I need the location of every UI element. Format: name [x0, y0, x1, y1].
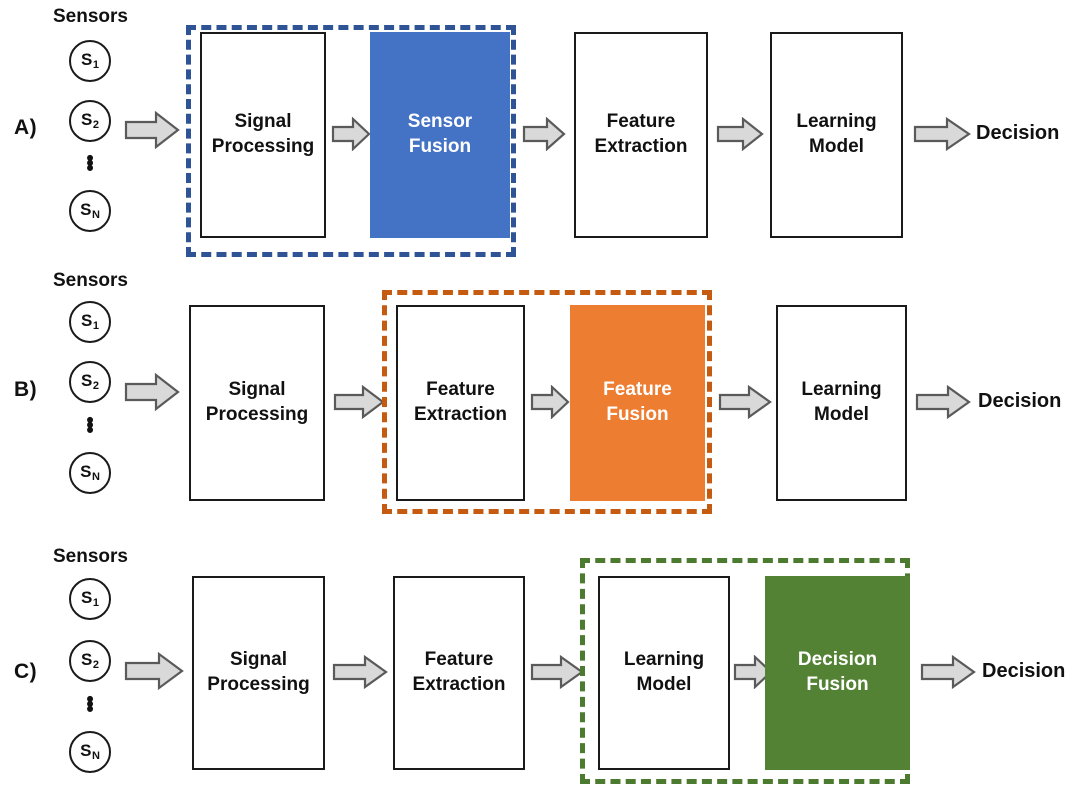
flow-arrow-sensors-to-signal-c [124, 651, 184, 691]
sensor-label-sn-c: SN [80, 740, 100, 763]
sensor-node-sn-b: SN [69, 452, 111, 494]
stage-line2-signal-processing-c: Processing [207, 674, 310, 695]
terminal-decision-b: Decision [978, 390, 1062, 412]
stage-line2-learning-model-a: Model [809, 136, 864, 157]
sensor-node-s1-c: S1 [69, 578, 111, 620]
sensor-node-s1-b: S1 [69, 301, 111, 343]
stage-line2-sensor-fusion-a: Fusion [408, 136, 472, 157]
fusion-group-frame-b [382, 290, 712, 514]
flow-arrow-signal-to-feature-b [333, 385, 385, 419]
row-label-b: B) [14, 378, 38, 401]
sensor-label-sn-b: SN [80, 461, 100, 484]
row-label-a: A) [14, 116, 38, 139]
sensor-sub-2-a: 2 [92, 119, 99, 132]
row-label-c: C) [14, 660, 38, 683]
flow-arrow-feature-to-learning-c [530, 655, 584, 689]
sensor-sub-n-c: N [91, 750, 100, 763]
sensors-title-b: Sensors [53, 270, 128, 291]
sensor-sub-1-a: 1 [92, 59, 99, 72]
sensor-sub-1-c: 1 [92, 597, 99, 610]
stage-line1-signal-processing-a: Signal [234, 111, 292, 133]
stage-line1-feature-extraction-c: Feature [424, 649, 494, 671]
stage-line2-signal-processing-b: Processing [205, 404, 309, 425]
stage-line2-learning-model-b: Model [814, 404, 869, 425]
sensor-sub-n-b: N [91, 471, 100, 484]
sensor-sub-2-b: 2 [92, 380, 99, 393]
sensor-node-s1-a: S1 [69, 40, 111, 82]
stage-box-feature-fusion-b: Feature Fusion [570, 305, 705, 501]
sensors-title-a: Sensors [53, 6, 128, 27]
stage-line2-signal-processing-a: Processing [211, 136, 315, 157]
stage-line2-feature-extraction-b: Extraction [414, 404, 507, 425]
sensor-sub-2-c: 2 [92, 659, 99, 672]
flow-arrow-featurefusion-to-learning-b [718, 385, 772, 419]
stage-box-feature-extraction-b: Feature Extraction [396, 305, 525, 501]
stage-line1-feature-extraction-a: Feature [606, 111, 676, 133]
flow-arrow-learning-to-decision-a [913, 117, 971, 151]
stage-box-sensor-fusion-a: Sensor Fusion [370, 32, 510, 238]
terminal-decision-c: Decision [982, 660, 1066, 682]
sensor-label-s2-a: S2 [81, 109, 99, 132]
stage-line1-learning-model-c: Learning [623, 649, 705, 671]
stage-line1-learning-model-b: Learning [801, 379, 882, 401]
stage-box-learning-model-a: Learning Model [770, 32, 903, 238]
flow-arrow-signal-to-sensorfusion-a [331, 117, 371, 151]
terminal-decision-a: Decision [976, 122, 1060, 144]
stage-box-learning-model-b: Learning Model [776, 305, 907, 501]
stage-line1-feature-extraction-b: Feature [426, 379, 495, 401]
sensor-sub-n-a: N [91, 209, 100, 222]
flow-arrow-learning-to-decisionfusion-c [733, 655, 773, 689]
flow-arrow-signal-to-feature-c [332, 655, 388, 689]
sensor-node-sn-a: SN [69, 190, 111, 232]
flow-arrow-learning-to-decision-b [915, 385, 971, 419]
sensor-node-sn-c: SN [69, 731, 111, 773]
stage-box-signal-processing-c: Signal Processing [192, 576, 325, 770]
sensor-ellipsis-c: ••• [86, 688, 94, 721]
stage-line2-learning-model-c: Model [636, 674, 692, 695]
sensor-label-s1-c: S1 [81, 587, 99, 610]
sensor-label-s1-b: S1 [81, 310, 99, 333]
flow-arrow-feature-to-featurefusion-b [530, 385, 570, 419]
sensor-ellipsis-b: ••• [86, 409, 94, 442]
sensor-node-s2-a: S2 [69, 100, 111, 142]
stage-box-signal-processing-b: Signal Processing [189, 305, 325, 501]
flow-arrow-sensors-to-signal-b [124, 372, 180, 412]
stage-line1-learning-model-a: Learning [796, 111, 877, 133]
sensor-label-s1-a: S1 [81, 49, 99, 72]
flow-arrow-feature-to-learning-a [716, 117, 764, 151]
stage-line2-decision-fusion-c: Fusion [806, 674, 869, 695]
stage-line2-feature-extraction-c: Extraction [412, 674, 506, 695]
sensor-label-s2-b: S2 [81, 370, 99, 393]
stage-line1-sensor-fusion-a: Sensor [407, 111, 473, 133]
sensor-sub-1-b: 1 [92, 320, 99, 333]
stage-line2-feature-fusion-b: Fusion [606, 404, 669, 425]
flow-arrow-sensors-to-signal-a [124, 110, 180, 150]
stage-box-feature-extraction-a: Feature Extraction [574, 32, 708, 238]
sensor-node-s2-c: S2 [69, 640, 111, 682]
flow-arrow-decisionfusion-to-decision-c [920, 655, 976, 689]
stage-box-signal-processing-a: Signal Processing [200, 32, 326, 238]
flow-arrow-sensorfusion-to-feature-a [522, 117, 566, 151]
sensors-title-c: Sensors [53, 546, 128, 567]
stage-box-feature-extraction-c: Feature Extraction [393, 576, 525, 770]
sensor-label-sn-a: SN [80, 199, 100, 222]
stage-line1-signal-processing-b: Signal [228, 379, 286, 401]
sensor-ellipsis-a: ••• [86, 147, 94, 180]
stage-box-decision-fusion-c: Decision Fusion [765, 576, 910, 770]
stage-line1-decision-fusion-c: Decision [797, 649, 878, 671]
stage-line1-signal-processing-c: Signal [229, 649, 287, 671]
stage-line2-feature-extraction-a: Extraction [594, 136, 688, 157]
fusion-group-frame-a [186, 25, 516, 257]
sensor-node-s2-b: S2 [69, 361, 111, 403]
stage-box-learning-model-c: Learning Model [598, 576, 730, 770]
sensor-label-s2-c: S2 [81, 649, 99, 672]
stage-line1-feature-fusion-b: Feature [603, 379, 672, 401]
